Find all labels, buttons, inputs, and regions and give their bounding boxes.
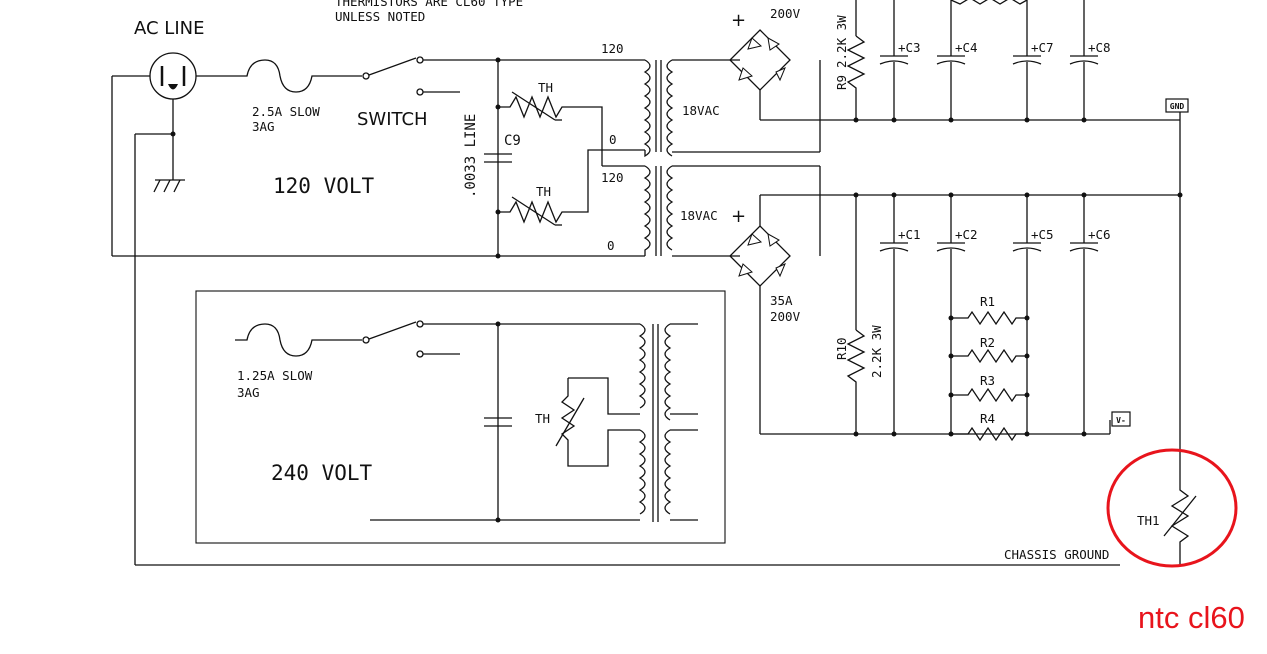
gnd-terminal: GND (1165, 98, 1189, 113)
th-240v-label: TH (535, 411, 550, 426)
c6-label: +C6 (1088, 227, 1111, 242)
transformer-lower (643, 165, 674, 256)
th1-thermistor (1163, 455, 1197, 565)
r3-label: R3 (980, 373, 995, 388)
bridge-upper-plus: + (731, 10, 746, 31)
annotation-text: ntc cl60 (1138, 600, 1245, 635)
ac-line-label: AC LINE (134, 18, 204, 39)
r9-resistor (846, 0, 866, 120)
top-resistor-partial (950, 0, 1028, 5)
chassis-ground-label: CHASSIS GROUND (1004, 547, 1109, 562)
transformer-upper (643, 59, 674, 158)
cap-240v (484, 417, 512, 427)
c7-capacitor (1012, 0, 1042, 120)
c1-label: +C1 (898, 227, 921, 242)
th-upper-label: TH (538, 80, 553, 95)
fuse-240v-label-1: 1.25A SLOW (237, 368, 313, 383)
fuse-120v-label-1: 2.5A SLOW (252, 104, 320, 119)
r1-label: R1 (980, 294, 995, 309)
thermistor-upper (498, 91, 645, 151)
notes-line-1: THERMISTORS ARE CL60 TYPE (335, 0, 523, 9)
bridge-upper-rating: 200V (770, 6, 801, 21)
r10-label: R10 (834, 337, 849, 360)
r2-resistor (951, 348, 1027, 364)
th-lower-label: TH (536, 184, 551, 199)
secondary-18vac-lower: 18VAC (680, 208, 718, 223)
r3-resistor (951, 387, 1027, 403)
tap-0-upper: 0 (609, 132, 617, 147)
tap-120-upper: 120 (601, 41, 624, 56)
ac-plug-symbol (149, 52, 197, 100)
fuse-120v-label-2: 3AG (252, 119, 275, 134)
c2-capacitor (936, 195, 966, 434)
c3-capacitor (879, 0, 909, 120)
fuse-240v-label-2: 3AG (237, 385, 260, 400)
svg-text:V-: V- (1116, 416, 1126, 425)
volt-120-label: 120 VOLT (273, 174, 375, 198)
earth-ground-symbol (153, 99, 185, 193)
c8-capacitor (1069, 0, 1099, 120)
switch-120v-symbol (362, 56, 498, 96)
volt-240-label: 240 VOLT (271, 461, 373, 485)
bridge-lower-rating-2: 200V (770, 309, 801, 324)
thermistor-240v (555, 377, 640, 467)
c1-capacitor (879, 195, 909, 434)
c3-label: +C3 (898, 40, 921, 55)
switch-240v-symbol (362, 320, 498, 358)
switch-label: SWITCH (357, 109, 428, 130)
r10-resistor (846, 195, 866, 434)
notes-line-2: UNLESS NOTED (335, 9, 425, 24)
c2-label: +C2 (955, 227, 978, 242)
secondary-18vac-upper: 18VAC (682, 103, 720, 118)
r4-label: R4 (980, 411, 995, 426)
c7-label: +C7 (1031, 40, 1054, 55)
cap-line-label: .0033 LINE (463, 114, 479, 198)
bridge-lower-plus: + (731, 206, 746, 227)
c5-capacitor (1012, 195, 1042, 434)
r10-value: 2.2K 3W (869, 325, 884, 378)
bridge-lower-rating-1: 35A (770, 293, 793, 308)
fuse-120v-symbol (232, 59, 362, 93)
fuse-240v-symbol (235, 323, 362, 357)
r2-label: R2 (980, 335, 995, 350)
tap-120-lower: 120 (601, 170, 624, 185)
tap-0-lower: 0 (607, 238, 615, 253)
c9-label: C9 (504, 133, 521, 149)
volt-240-box (195, 290, 726, 544)
c4-capacitor (936, 0, 966, 120)
r9-value: 2.2K 3W (834, 15, 849, 68)
vminus-terminal: V- (1109, 411, 1131, 434)
r9-label: R9 (834, 75, 849, 90)
transformer-240v (638, 323, 698, 522)
c5-label: +C5 (1031, 227, 1054, 242)
th1-label: TH1 (1137, 513, 1160, 528)
thermistor-lower (498, 149, 602, 226)
c8-label: +C8 (1088, 40, 1111, 55)
c9-capacitor (484, 153, 512, 163)
c6-capacitor (1069, 195, 1099, 434)
r1-resistor (951, 310, 1027, 326)
annotation-highlight-circle (1106, 448, 1238, 568)
r4-resistor (951, 426, 1027, 442)
svg-text:GND: GND (1170, 102, 1185, 111)
c4-label: +C4 (955, 40, 978, 55)
